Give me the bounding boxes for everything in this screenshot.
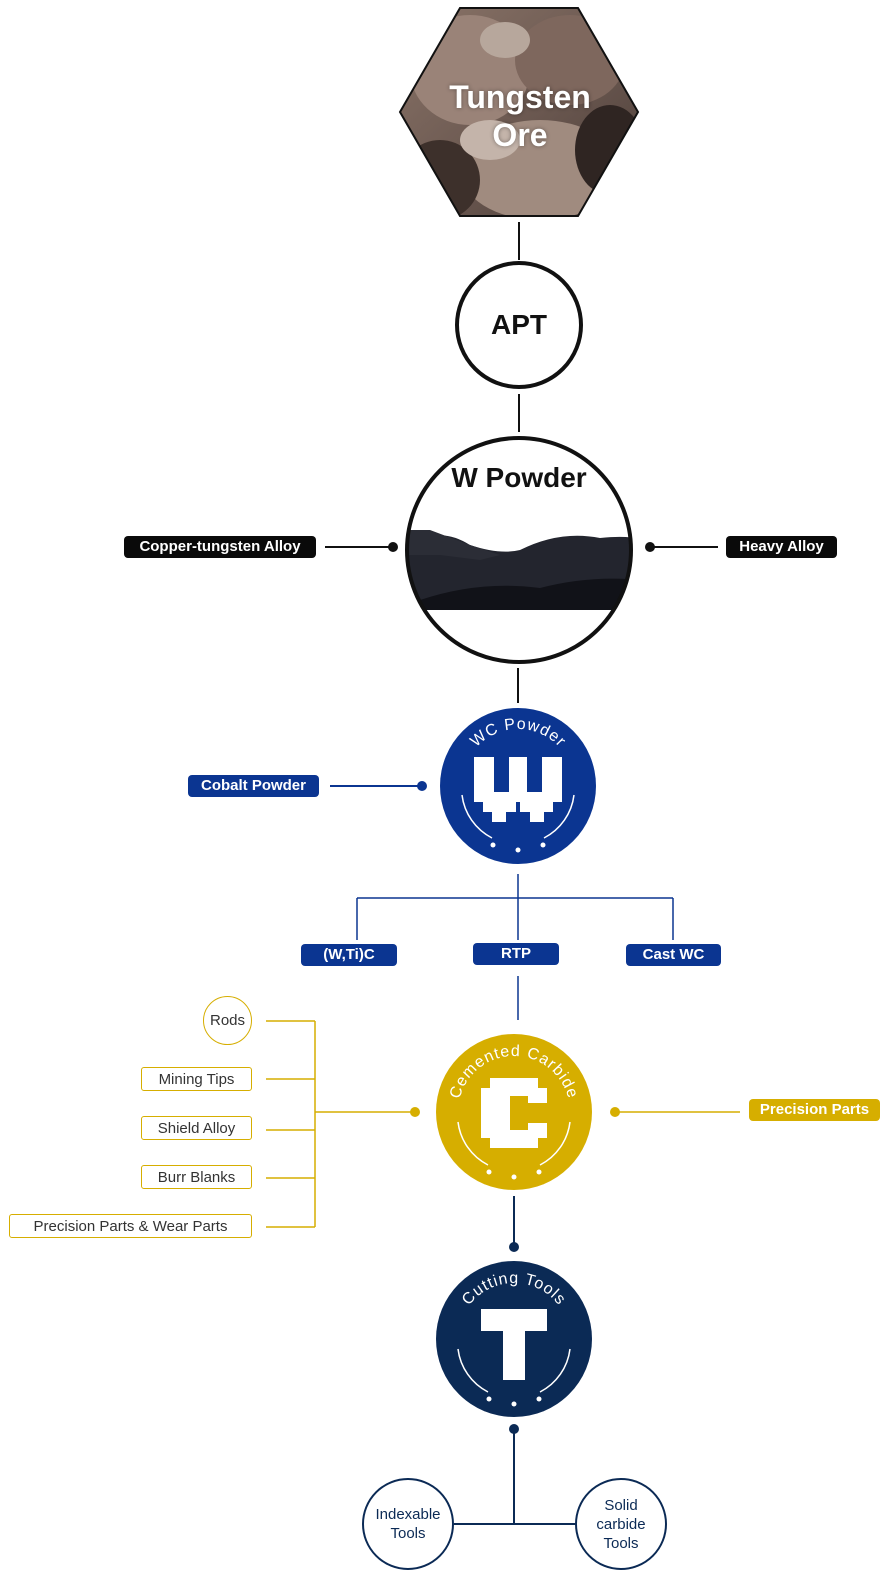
- heavy-alloy-label: Heavy Alloy: [726, 536, 837, 558]
- branch-carbide-types: [356, 874, 674, 1020]
- tungsten-ore-label: Tungsten Ore: [420, 78, 620, 154]
- bracket-carbide-products: [266, 1020, 740, 1228]
- product-mining-tips: Mining Tips: [141, 1067, 252, 1091]
- connector-dot: [509, 1242, 519, 1252]
- indexable-tools-label: Indexable Tools: [375, 1506, 441, 1542]
- product-burr-blanks: Burr Blanks: [141, 1165, 252, 1189]
- w-powder-text: W Powder: [451, 462, 587, 493]
- cobalt-powder-label: Cobalt Powder: [188, 775, 319, 797]
- C-letter-icon: [481, 1078, 547, 1148]
- product-precision-wear-parts: Precision Parts & Wear Parts: [9, 1214, 252, 1238]
- connector-dot: [610, 1107, 620, 1117]
- wti-c-label: (W,Ti)C: [301, 944, 397, 966]
- solid-carbide-tools-node: Solid carbide Tools: [575, 1478, 667, 1570]
- connector-dot: [388, 542, 398, 552]
- rtp-label: RTP: [473, 943, 559, 965]
- powder-pile-image: [407, 530, 631, 610]
- copper-tungsten-alloy-label: Copper-tungsten Alloy: [124, 536, 316, 558]
- product-shield-alloy: Shield Alloy: [141, 1116, 252, 1140]
- W-letter-icon: [474, 757, 562, 822]
- w-powder-node: [405, 436, 633, 664]
- w-powder-label: W Powder: [449, 463, 589, 493]
- solid-carbide-tools-label: Solid carbide Tools: [596, 1496, 646, 1552]
- cast-wc-label: Cast WC: [626, 944, 721, 966]
- branch-tool-types: [454, 1429, 576, 1525]
- cemented-carbide-node: Cemented Carbide: [436, 1034, 592, 1190]
- cutting-tools-node: Cutting Tools: [436, 1261, 592, 1417]
- connector-dot: [417, 781, 427, 791]
- wc-powder-node: WC Powder: [440, 708, 596, 864]
- precision-parts-label: Precision Parts: [749, 1099, 880, 1121]
- apt-node: [455, 261, 583, 389]
- apt-label: APT: [459, 309, 579, 341]
- T-letter-icon: [481, 1309, 547, 1380]
- apt-text: APT: [491, 309, 547, 340]
- connector-dot: [410, 1107, 420, 1117]
- product-rods: Rods: [203, 996, 252, 1045]
- indexable-tools-node: Indexable Tools: [362, 1478, 454, 1570]
- connector-dot: [645, 542, 655, 552]
- tungsten-ore-text: Tungsten Ore: [449, 79, 591, 153]
